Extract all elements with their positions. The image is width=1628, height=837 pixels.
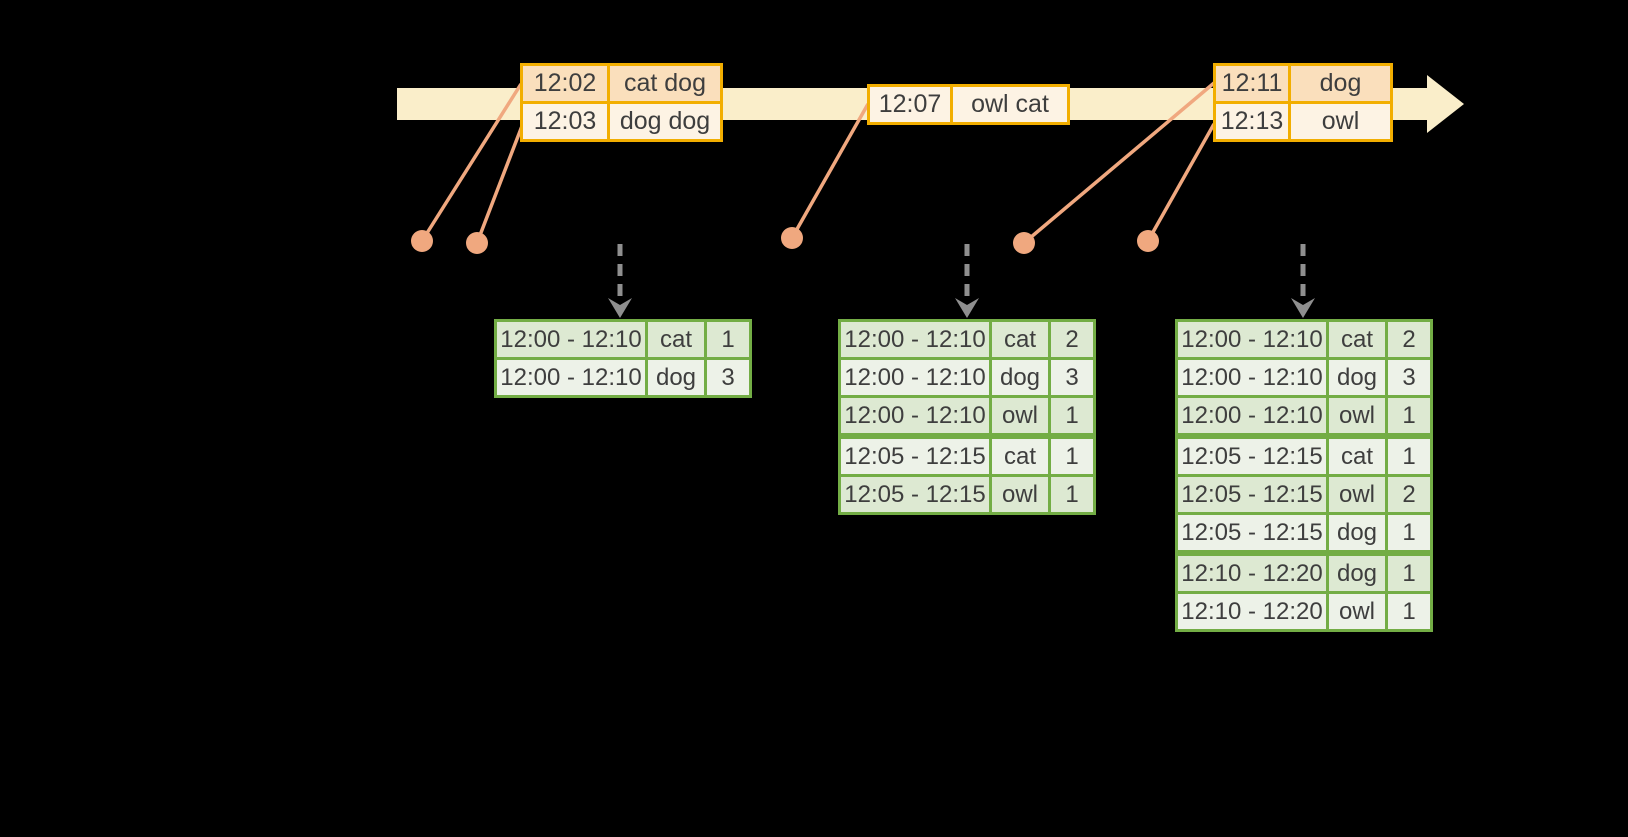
window-cell: 12:10 - 12:20	[1181, 559, 1323, 587]
event-dot	[1137, 230, 1159, 252]
word-cell: dog	[645, 360, 704, 395]
event-connector-line	[475, 125, 524, 244]
count-cell: 2	[1385, 477, 1430, 512]
event-words-cell: cat dog	[607, 66, 720, 101]
count-cell: 1	[1048, 439, 1093, 474]
window-cell: 12:00 - 12:10	[844, 401, 986, 429]
trigger-arrowhead-icon	[1291, 298, 1315, 318]
window-cell: 12:05 - 12:15	[844, 442, 986, 470]
window-cell: 12:05 - 12:15	[844, 480, 986, 508]
event-time-cell: 12:07	[878, 90, 942, 118]
event-table: 12:07 owl cat	[867, 84, 1070, 125]
word-cell: dog	[1326, 515, 1385, 550]
trigger-arrowhead-icon	[955, 298, 979, 318]
count-cell: 2	[1385, 322, 1430, 357]
count-cell: 1	[1385, 398, 1430, 433]
event-dot	[781, 227, 803, 249]
word-cell: cat	[989, 322, 1048, 357]
word-cell: dog	[1326, 360, 1385, 395]
window-cell: 12:00 - 12:10	[844, 363, 986, 391]
count-cell: 3	[1385, 360, 1430, 395]
event-time-cell: 12:03	[533, 107, 597, 135]
window-cell: 12:00 - 12:10	[1181, 363, 1323, 391]
count-cell: 3	[704, 360, 749, 395]
count-cell: 3	[1048, 360, 1093, 395]
event-time-cell: 12:02	[533, 69, 597, 97]
event-row: 12:03 dog dog	[523, 101, 720, 139]
window-cell: 12:10 - 12:20	[1181, 597, 1323, 625]
window-cell: 12:05 - 12:15	[1181, 442, 1323, 470]
window-cell: 12:00 - 12:10	[1181, 401, 1323, 429]
word-cell: cat	[1326, 439, 1385, 474]
event-time-cell: 12:13	[1220, 107, 1284, 135]
count-cell: 2	[1048, 322, 1093, 357]
count-cell: 1	[704, 322, 749, 357]
window-cell: 12:00 - 12:10	[500, 325, 642, 353]
count-cell: 1	[1385, 556, 1430, 591]
window-cell: 12:00 - 12:10	[1181, 325, 1323, 353]
word-cell: cat	[1326, 322, 1385, 357]
event-dot	[1013, 232, 1035, 254]
count-cell: 1	[1385, 515, 1430, 550]
count-cell: 1	[1385, 594, 1430, 629]
word-cell: cat	[645, 322, 704, 357]
event-row: 12:02 cat dog	[523, 66, 720, 101]
event-words-cell: dog	[1288, 66, 1390, 101]
event-connector-line	[790, 103, 870, 239]
event-row: 12:07 owl cat	[870, 87, 1067, 122]
event-dot	[411, 230, 433, 252]
event-words-cell: dog dog	[607, 104, 720, 139]
count-cell: 1	[1048, 398, 1093, 433]
event-words-cell: owl cat	[950, 87, 1067, 122]
word-cell: cat	[989, 439, 1048, 474]
word-cell: owl	[1326, 398, 1385, 433]
word-cell: dog	[1326, 556, 1385, 591]
window-cell: 12:00 - 12:10	[844, 325, 986, 353]
window-cell: 12:05 - 12:15	[1181, 518, 1323, 546]
trigger-arrowhead-icon	[608, 298, 632, 318]
word-cell: owl	[1326, 594, 1385, 629]
word-cell: owl	[989, 398, 1048, 433]
event-table: 12:02 cat dog 12:03 dog dog	[520, 63, 723, 142]
event-words-cell: owl	[1288, 104, 1390, 139]
word-cell: owl	[1326, 477, 1385, 512]
event-connector-line	[1146, 123, 1216, 242]
window-cell: 12:00 - 12:10	[500, 363, 642, 391]
count-cell: 1	[1048, 477, 1093, 512]
word-cell: owl	[989, 477, 1048, 512]
word-cell: dog	[989, 360, 1048, 395]
event-connector-line	[420, 83, 523, 242]
event-time-cell: 12:11	[1221, 69, 1283, 97]
count-cell: 1	[1385, 439, 1430, 474]
window-cell: 12:05 - 12:15	[1181, 480, 1323, 508]
event-connector-line	[1022, 81, 1216, 245]
event-dot	[466, 232, 488, 254]
